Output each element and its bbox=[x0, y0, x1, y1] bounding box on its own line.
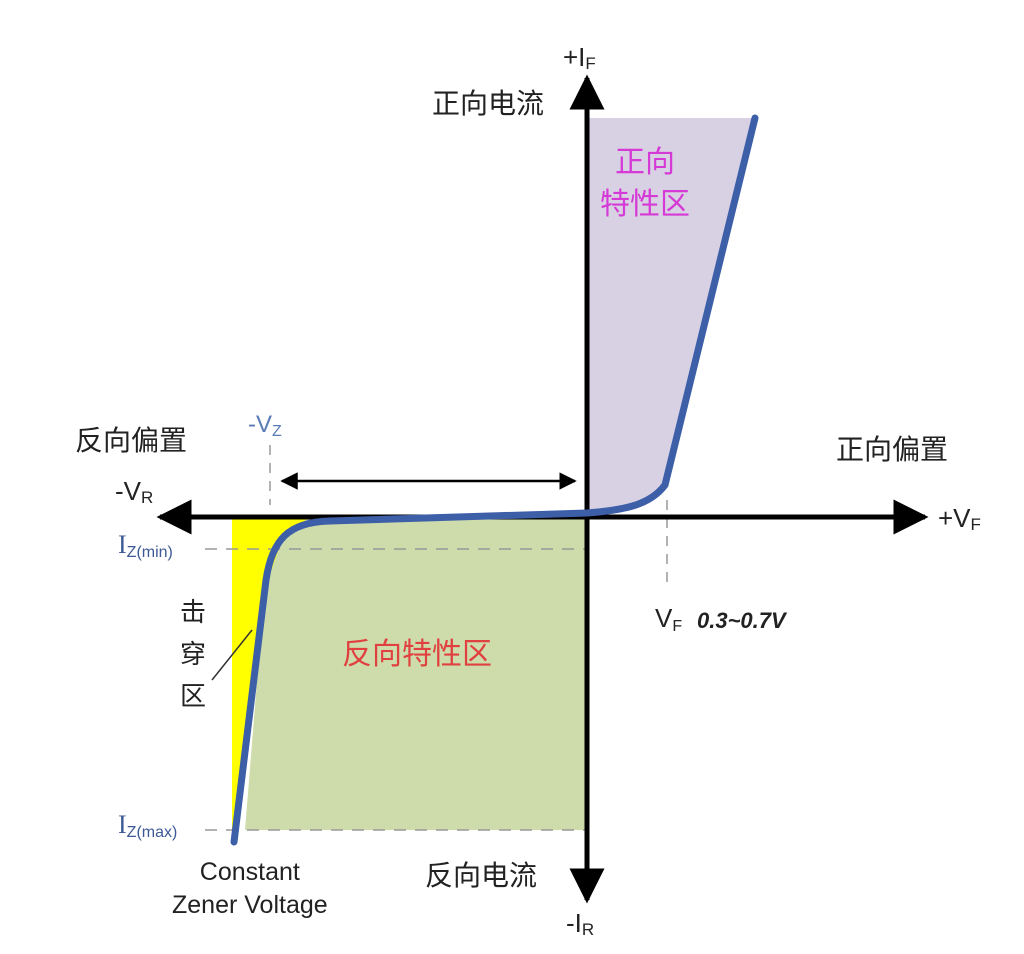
y-positive-label: +IF bbox=[563, 42, 596, 73]
breakdown-region-label: 击 穿 区 bbox=[180, 598, 207, 713]
reverse-current-label: 反向电流 bbox=[425, 859, 538, 892]
reverse-bias-label: 反向偏置 bbox=[75, 424, 188, 457]
y-negative-label: -IR bbox=[566, 908, 595, 939]
iz-min-label: IZ(min) bbox=[118, 530, 173, 561]
forward-region-label: 正向 特性区 bbox=[600, 145, 690, 222]
reverse-region-fill bbox=[245, 512, 587, 830]
constant-zener-voltage-label: Constant Zener Voltage bbox=[172, 858, 328, 919]
iz-max-label: IZ(max) bbox=[118, 810, 178, 841]
vf-range-label: 0.3~0.7V bbox=[697, 608, 786, 633]
forward-region-fill bbox=[587, 118, 752, 512]
x-negative-label: -VR bbox=[115, 476, 154, 507]
vz-label: -VZ bbox=[248, 411, 282, 440]
forward-current-label: 正向电流 bbox=[432, 87, 545, 120]
x-positive-label: +VF bbox=[938, 503, 981, 534]
iv-curve bbox=[230, 114, 759, 846]
forward-bias-label: 正向偏置 bbox=[836, 433, 949, 466]
breakdown-region-fill bbox=[232, 516, 310, 830]
reverse-region-label: 反向特性区 bbox=[342, 637, 492, 672]
breakdown-pointer-line bbox=[211, 629, 253, 681]
vf-label: VF bbox=[655, 603, 683, 635]
